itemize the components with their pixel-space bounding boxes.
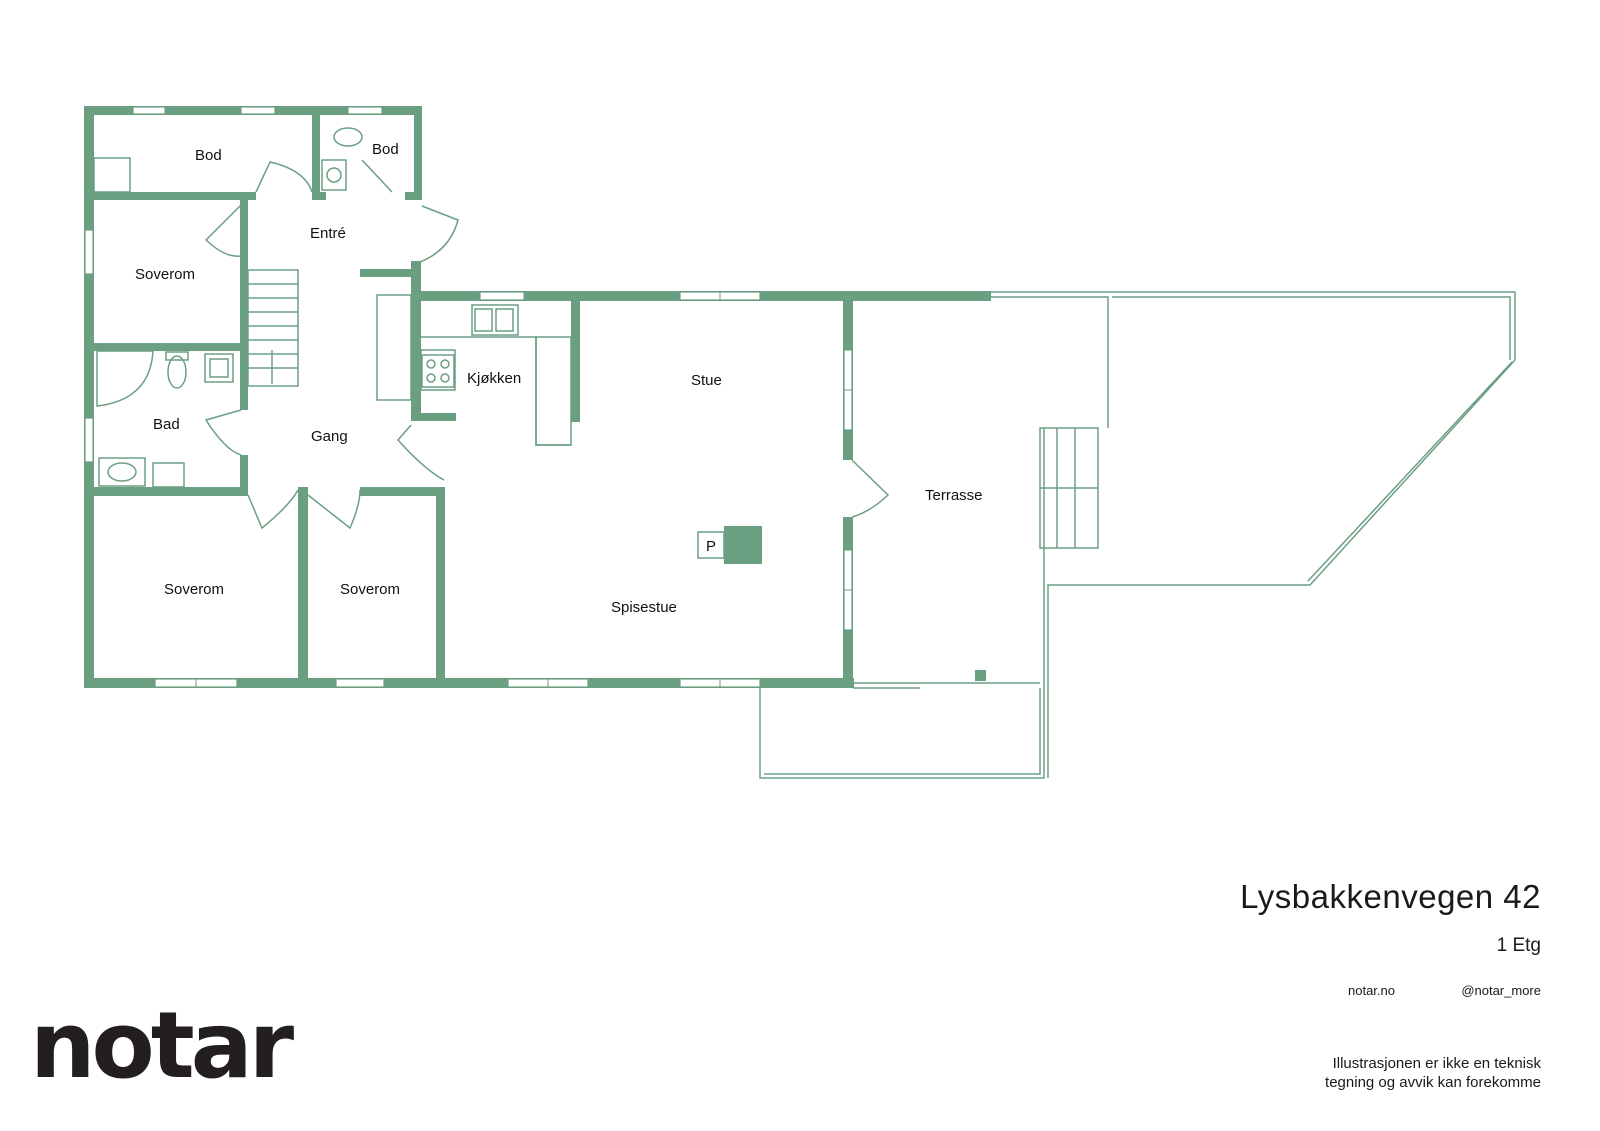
label-bod-2: Bod	[372, 141, 399, 158]
disclaimer-line-1: Illustrasjonen er ikke en teknisk	[1332, 1055, 1541, 1072]
label-soverom-3: Soverom	[340, 581, 400, 598]
label-terrasse: Terrasse	[925, 487, 983, 504]
label-entre: Entré	[310, 225, 346, 242]
label-bod-1: Bod	[195, 147, 222, 164]
window-mullions	[195, 292, 852, 687]
label-kjokken: Kjøkken	[467, 370, 521, 387]
disclaimer: Illustrasjonen er ikke en teknisk tegnin…	[1181, 1054, 1541, 1092]
label-soverom-1: Soverom	[135, 266, 195, 283]
address-title: Lysbakkenvegen 42	[1240, 878, 1541, 915]
label-bad: Bad	[153, 416, 180, 433]
label-spisestue: Spisestue	[611, 599, 677, 616]
label-fireplace: P	[706, 538, 716, 555]
post-icon	[975, 670, 986, 681]
floor-label: 1 Etg	[1496, 935, 1541, 956]
notar-logo: notar	[30, 992, 294, 1099]
walls	[84, 106, 991, 688]
label-stue: Stue	[691, 372, 722, 389]
disclaimer-line-2: tegning og avvik kan forekomme	[1325, 1074, 1541, 1091]
website-text: notar.no	[1348, 983, 1395, 998]
label-soverom-2: Soverom	[164, 581, 224, 598]
label-gang: Gang	[311, 428, 348, 445]
doors	[204, 159, 890, 530]
instagram-handle: @notar_more	[1461, 983, 1541, 998]
thin-lines	[93, 127, 1516, 779]
fireplace-icon	[724, 526, 762, 564]
